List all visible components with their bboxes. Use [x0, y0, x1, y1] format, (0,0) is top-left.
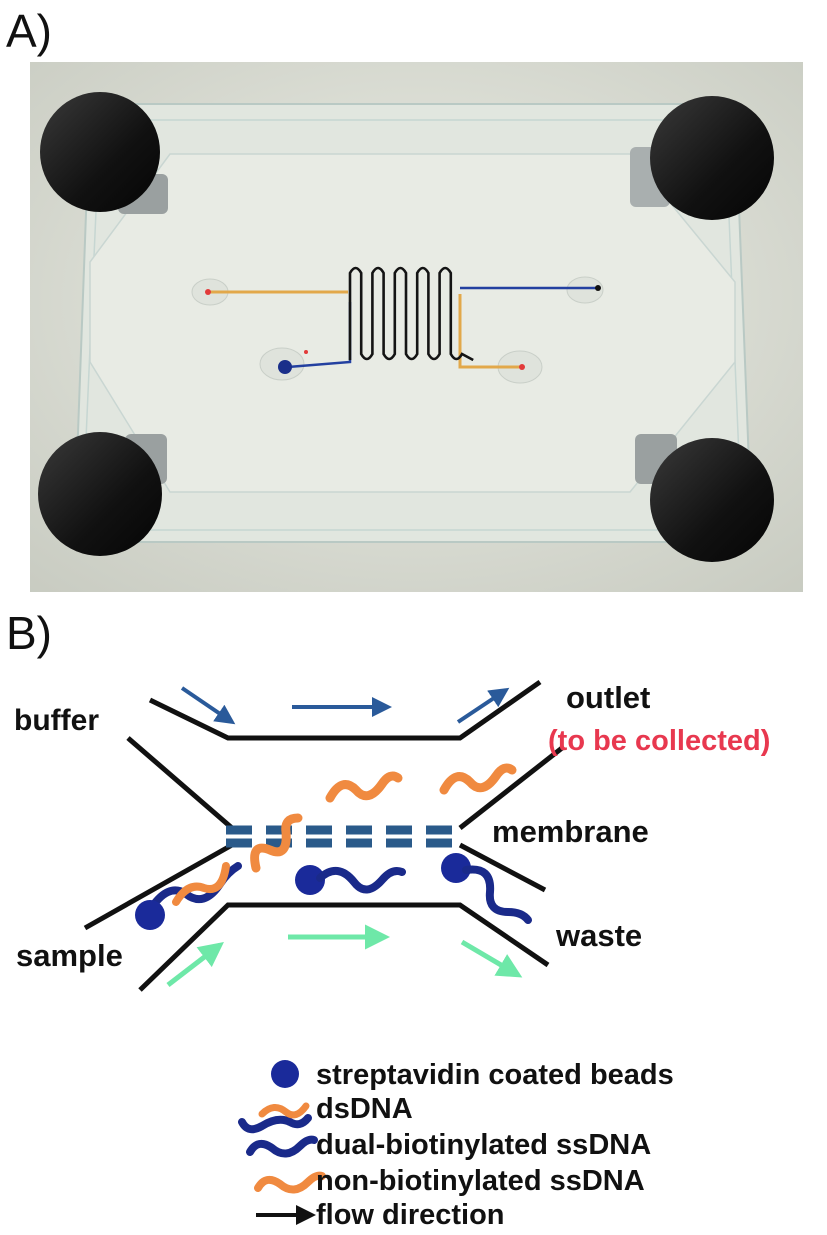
- channel-walls: [83, 679, 564, 992]
- buffer-label: buffer: [14, 704, 99, 737]
- non-biotinylated-ssdna-group: [250, 763, 517, 873]
- flow-arrow-icon: [460, 939, 523, 978]
- sample-flow-arrows: [166, 924, 523, 987]
- bead-icon: [295, 865, 325, 895]
- knob-bottom-right: [635, 434, 774, 562]
- legend: streptavidin coated beads dsDNA dual-bio…: [238, 1059, 674, 1231]
- legend-item-beads: streptavidin coated beads: [316, 1059, 674, 1091]
- legend-item-dual-ssdna: dual-biotinylated ssDNA: [316, 1129, 651, 1161]
- device-photo: [30, 62, 803, 592]
- membrane-label: membrane: [492, 814, 649, 849]
- flow-arrow-icon: [166, 941, 224, 987]
- knob-bottom-left: [38, 432, 167, 556]
- bead-icon: [271, 1060, 299, 1088]
- membrane-line: [226, 825, 462, 848]
- serpentine-channel: [348, 266, 474, 362]
- outlet-label: outlet: [566, 680, 650, 715]
- legend-item-non-ssdna: non-biotinylated ssDNA: [316, 1165, 645, 1197]
- to-be-collected-label: (to be collected): [548, 725, 770, 757]
- non-biotinylated-ssdna-icon: [439, 763, 517, 795]
- flow-arrow-icon: [456, 687, 510, 724]
- dual-biotinylated-ssdna-icon: [462, 865, 532, 924]
- bead-ssdna-group: [135, 853, 532, 930]
- sample-label: sample: [16, 938, 123, 973]
- waste-label: waste: [555, 918, 642, 953]
- orange-outlet-channel: [458, 294, 522, 369]
- panel-b-label: B): [6, 607, 52, 659]
- dual-biotinylated-ssdna-icon: [246, 1135, 318, 1158]
- panel-a-label: A): [6, 5, 52, 57]
- dsdna-group: [146, 862, 242, 914]
- non-biotinylated-ssdna-icon: [254, 1171, 326, 1194]
- bead-icon: [441, 853, 471, 883]
- knob-top-right: [630, 96, 774, 220]
- bead-icon: [135, 900, 165, 930]
- legend-item-flow: flow direction: [316, 1199, 505, 1231]
- dsdna-icon: [238, 1102, 312, 1134]
- knob-top-left: [40, 92, 168, 214]
- buffer-flow-arrows: [180, 686, 510, 725]
- non-biotinylated-ssdna-icon: [250, 813, 303, 873]
- flow-arrow-icon: [180, 686, 236, 725]
- non-biotinylated-ssdna-icon: [325, 771, 403, 803]
- legend-item-dsdna: dsDNA: [316, 1093, 413, 1125]
- dual-biotinylated-ssdna-icon: [316, 867, 406, 894]
